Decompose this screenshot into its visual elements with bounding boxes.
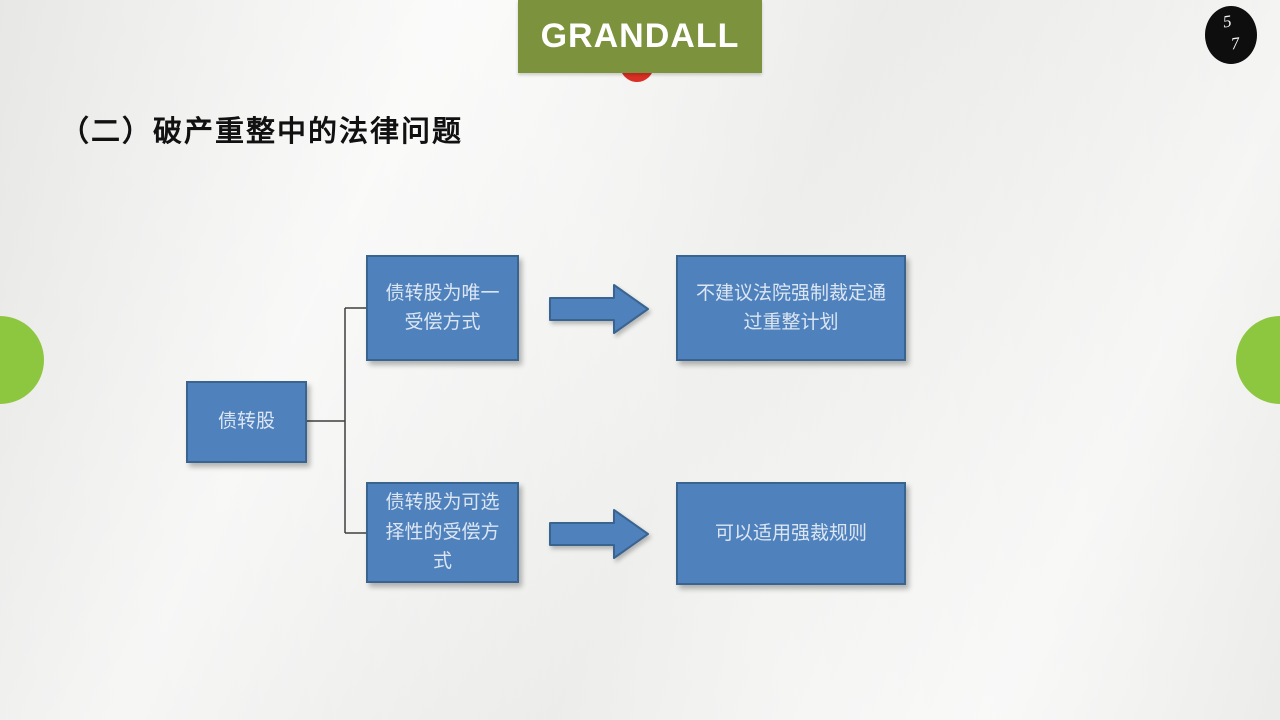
diagram-result-box-1: 不建议法院强制裁定通过重整计划 [676, 255, 906, 361]
bracket-connector [307, 307, 367, 534]
brand-banner: GRANDALL [518, 0, 762, 73]
page-number-badge: 5 7 [1205, 6, 1257, 64]
diagram-root-box: 债转股 [186, 381, 307, 463]
right-accent-semicircle [1236, 316, 1280, 404]
diagram-result-box-2: 可以适用强裁规则 [676, 482, 906, 585]
page-number-top: 5 [1221, 11, 1233, 32]
brand-logo-text: GRANDALL [540, 17, 740, 55]
diagram-condition-box-2: 债转股为可选择性的受偿方式 [366, 482, 519, 583]
page-number-bottom: 7 [1229, 33, 1241, 54]
left-accent-semicircle [0, 316, 44, 404]
slide-title: （二）破产重整中的法律问题 [60, 116, 464, 148]
arrow-right-icon [549, 509, 649, 559]
diagram-condition-box-1: 债转股为唯一受偿方式 [366, 255, 519, 361]
arrow-right-icon [549, 284, 649, 334]
